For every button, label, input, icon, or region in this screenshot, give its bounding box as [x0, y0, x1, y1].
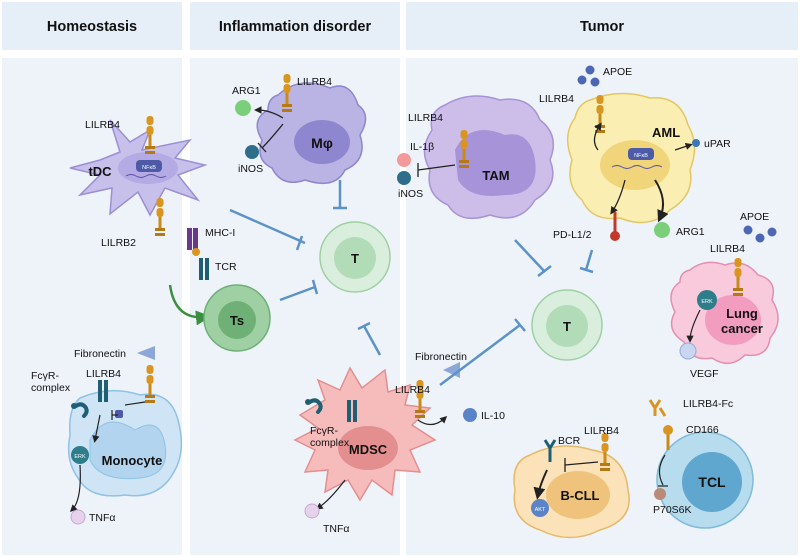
t-label: T	[563, 319, 571, 334]
mdsc-label: MDSC	[349, 442, 388, 457]
lilrb4-label: LILRB4	[539, 93, 574, 105]
fibronectin-shape	[137, 346, 155, 360]
tam-cell: TAM	[423, 95, 555, 220]
arg1-molecule	[654, 222, 670, 238]
nfkb-label: NFκB	[142, 165, 156, 171]
mhc-i-label: MHC-I	[205, 227, 235, 239]
lilrb4-label: LILRB4	[85, 119, 120, 131]
il1b-molecule	[397, 153, 411, 167]
aml-cell: NFκB AML	[566, 92, 696, 224]
upar-molecule	[692, 139, 700, 147]
ts-cell: Ts	[203, 284, 271, 352]
tcl-label: TCL	[698, 474, 726, 490]
lilrb4-label: LILRB4	[297, 76, 332, 88]
lilrb4-label: LILRB4	[584, 425, 619, 437]
apoe-label: APOE	[740, 211, 769, 223]
tnfa-molecule	[304, 503, 320, 519]
akt-label: AKT	[535, 507, 546, 513]
inos-label: iNOS	[238, 163, 263, 175]
panel-title-inflammation: Inflammation disorder	[219, 19, 372, 35]
il10-label: IL-10	[481, 410, 505, 422]
bcll-label: B-CLL	[561, 488, 600, 503]
arg1-label: ARG1	[232, 85, 261, 97]
lilrb4-fc-shape	[648, 399, 667, 417]
panel-title-tumor: Tumor	[580, 19, 624, 35]
bcr-receptor	[543, 439, 557, 462]
panel-header-bg	[2, 2, 182, 50]
lilrb2-label: LILRB2	[101, 237, 136, 249]
tnfa-molecule	[70, 509, 86, 525]
tcl-cell: TCL	[656, 431, 754, 529]
tnfa-label: TNFα	[89, 512, 115, 524]
t-cell: T	[531, 289, 603, 361]
panel-title-homeostasis: Homeostasis	[47, 19, 137, 35]
erk-node	[697, 290, 717, 310]
arg1-molecule	[235, 100, 251, 116]
nfkb-label: NFκB	[634, 153, 648, 159]
lilrb4-label: LILRB4	[395, 384, 430, 396]
apoe-label: APOE	[603, 66, 632, 78]
t-label: T	[351, 251, 359, 266]
p70s6k-label: P70S6K	[653, 504, 692, 516]
fibronectin-label: Fibronectin	[74, 348, 126, 360]
il1b-label: IL-1β	[410, 141, 434, 153]
panel-header-bg	[190, 2, 400, 50]
p70s6k-node	[654, 488, 666, 500]
fibronectin-label: Fibronectin	[415, 351, 467, 363]
lilrb4-label: LILRB4	[408, 112, 443, 124]
ts-label: Ts	[230, 313, 244, 328]
tam-label: TAM	[482, 168, 509, 183]
nfkb-box	[136, 160, 162, 172]
fcgr-label: FcγR-complex	[310, 425, 350, 449]
erk-label: ERK	[74, 454, 86, 460]
lilrb4-fc-label: LILRB4-Fc	[683, 398, 733, 410]
tcr	[199, 258, 203, 280]
monocyte-cell: Monocyte	[67, 389, 183, 497]
bcr-label: BCR	[558, 435, 581, 447]
vegf-label: VEGF	[690, 368, 719, 380]
apoe-molecule	[585, 65, 595, 75]
apoe-molecule	[743, 225, 753, 235]
aml-label: AML	[652, 125, 680, 140]
erk-label: ERK	[701, 299, 713, 305]
pdl-label: PD-L1/2	[553, 229, 592, 241]
tdc-cell: NFκB tDC	[69, 119, 208, 217]
nfkb-box	[628, 148, 654, 160]
fcgr-label: FcγR-complex	[31, 370, 71, 394]
t-cell: T	[319, 221, 391, 293]
monocyte-label: Monocyte	[102, 453, 163, 468]
inos-label: iNOS	[398, 188, 423, 200]
mphi-label: Mφ	[311, 135, 333, 151]
arg1-label: ARG1	[676, 226, 705, 238]
akt-node	[531, 499, 549, 517]
mdsc-cell: MDSC	[293, 366, 437, 502]
vegf-molecule	[679, 342, 697, 360]
mhc-i	[187, 228, 192, 250]
inos-molecule	[245, 145, 259, 159]
upar-label: uPAR	[704, 138, 731, 150]
tdc-label: tDC	[88, 164, 112, 179]
inhibition-lines	[439, 239, 594, 386]
lilrb4-label: LILRB4	[86, 368, 121, 380]
inhibition-lines	[229, 180, 382, 356]
tnfa-label: TNFα	[323, 523, 349, 535]
panel-header-bg	[406, 2, 798, 50]
macrophage-cell: Mφ	[256, 82, 367, 185]
inos-molecule	[397, 171, 411, 185]
bcll-cell: B-CLL	[513, 445, 630, 539]
cd166-label: CD166	[686, 424, 719, 436]
il10-molecule	[463, 408, 477, 422]
erk-node	[71, 446, 89, 464]
tcr-label: TCR	[215, 261, 237, 273]
lilrb4-label: LILRB4	[710, 243, 745, 255]
induction-arrow	[168, 284, 211, 326]
